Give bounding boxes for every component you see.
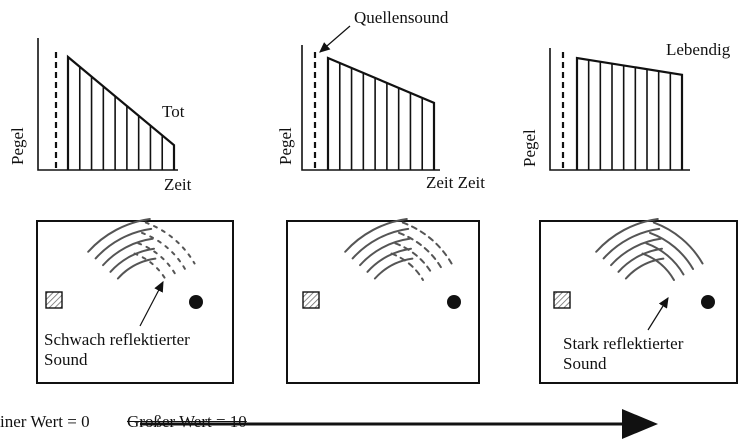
sound-wave-arc [373,257,414,280]
large-value-label: Großer Wert = 10 [127,412,247,431]
sound-wave-arc [649,231,695,270]
sound-wave-arc [137,242,177,276]
listener-icon [189,295,203,309]
weak-reflect-label: Schwach reflektierter Sound [44,330,190,369]
y-axis-label-1: Pegel [8,127,27,165]
live-label: Lebendig [666,40,731,59]
decay-envelope [575,56,684,170]
sound-wave-arc [344,217,408,253]
y-axis-label-2: Pegel [276,127,295,165]
decay-bars-dead [66,54,176,170]
sound-wave-arc [595,217,659,253]
sound-wave-arc [351,227,410,260]
source-sound-label: Quellensound [354,8,449,27]
y-axis-label-3: Pegel [520,129,539,167]
sound-wave-arc [390,252,424,281]
sound-wave-arc [109,247,155,273]
x-axis-label-1: Zeit [164,175,192,194]
sound-wave-arc [645,242,685,276]
sound-wave-arc [652,221,704,265]
sound-wave-arc [141,231,187,270]
speaker-icon [553,291,571,309]
sound-wave-arc [398,231,444,270]
speaker-icon [302,291,320,309]
strong-reflect-label: Stark reflektierter Sound [563,334,684,373]
decay-bars-live [575,56,684,170]
decay-envelope [66,54,176,170]
sound-wave-arc [610,237,662,267]
sound-wave-arc [144,221,196,265]
dead-label: Tot [162,102,185,121]
sound-wave-arc [133,252,167,281]
sound-wave-arc [602,227,661,260]
small-value-label: iner Wert = 0 [0,412,90,431]
listener-icon [447,295,461,309]
decay-bars-source [326,56,436,170]
sound-wave-arc [102,237,154,267]
decay-envelope [326,56,436,170]
listener-icon [701,295,715,309]
sound-wave-arc [359,237,411,267]
sound-wave-arc [87,217,151,253]
sound-wave-arc [394,242,434,276]
chart-axes [37,38,690,171]
pointer-arrow [139,280,164,327]
sound-wave-arc [401,221,453,265]
x-axis-label-2: Zeit Zeit [426,173,486,192]
sound-wave-arc [624,257,665,280]
speaker-icon [45,291,63,309]
pointer-arrow [647,296,669,331]
sound-wave-arc [641,252,675,281]
sound-wave-arc [94,227,153,260]
sound-wave-arc [116,257,157,280]
source-pointer-arrow [319,25,351,53]
